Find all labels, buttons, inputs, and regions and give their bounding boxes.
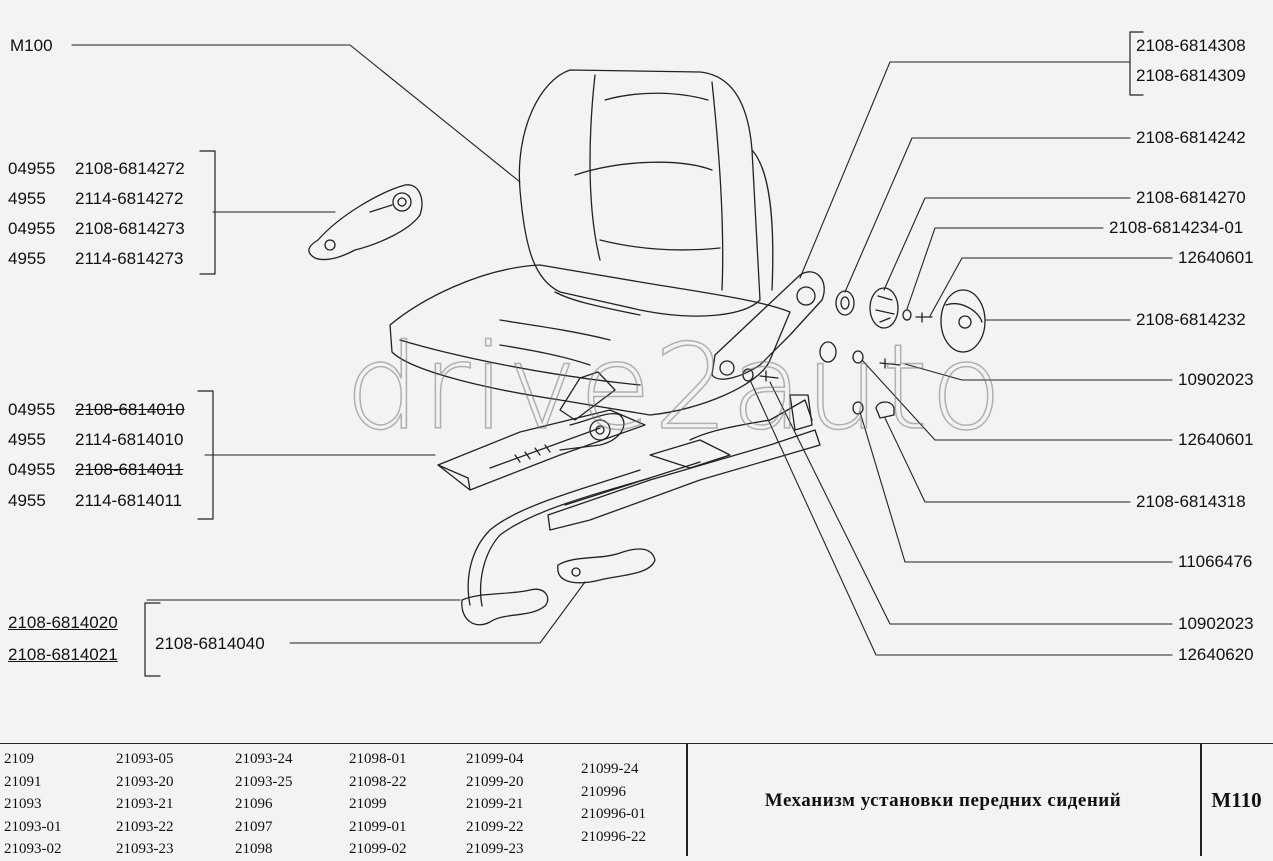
label-part-number: 2114-6814272 bbox=[75, 189, 184, 208]
seat-cushion bbox=[389, 264, 791, 416]
model-item: 210996 bbox=[581, 783, 626, 800]
label-code: 04955 bbox=[8, 159, 56, 178]
model-column: 21099-24 210996 210996-01 210996-22 bbox=[581, 758, 646, 848]
leader-lines bbox=[71, 44, 1173, 656]
seat-backrest bbox=[518, 69, 774, 317]
model-item: 21099-24 bbox=[581, 761, 639, 777]
label-part-number: 2114-6814010 bbox=[75, 430, 184, 449]
strap-left bbox=[461, 588, 549, 626]
model-item: 21099-23 bbox=[466, 841, 524, 857]
model-item: 21099 bbox=[349, 796, 387, 812]
label-part-number: 2108-6814318 bbox=[1136, 492, 1246, 511]
model-item: 21099-21 bbox=[466, 796, 524, 812]
model-item: 21093-25 bbox=[235, 773, 293, 790]
title-block: 2109 21091 21093 21093-01 21093-02 21093… bbox=[0, 743, 1273, 857]
label-part-number: 12640601 bbox=[1178, 248, 1254, 267]
recliner-lever bbox=[711, 271, 825, 380]
label-code: 04955 bbox=[8, 219, 56, 238]
model-column: 21098-01 21098-22 21099 21099-01 21099-0… bbox=[349, 748, 407, 861]
model-item: 21098-01 bbox=[349, 751, 407, 767]
strap-right bbox=[557, 548, 656, 584]
model-item: 21091 bbox=[4, 773, 42, 790]
label-part-number: 2108-6814010 bbox=[75, 400, 185, 419]
model-item: 21093-22 bbox=[116, 818, 174, 835]
model-item: 21093-01 bbox=[4, 818, 62, 835]
page-title: Механизм установки передних сидений bbox=[764, 790, 1122, 811]
label-brackets bbox=[144, 31, 1144, 677]
model-item: 210996-22 bbox=[581, 828, 646, 845]
model-column: 2109 21091 21093 21093-01 21093-02 bbox=[4, 748, 62, 861]
sheet-code: M110 bbox=[1211, 788, 1262, 812]
label-part-number: 2108-6814040 bbox=[155, 634, 265, 653]
model-item: 21098 bbox=[235, 841, 273, 857]
label-part-number: 2108-6814011 bbox=[75, 460, 184, 479]
label-part-number: 2114-6814011 bbox=[75, 491, 183, 510]
model-item: 21093-20 bbox=[116, 773, 174, 790]
label-part-number: 2108-6814272 bbox=[75, 159, 185, 178]
label-code: 04955 bbox=[8, 400, 56, 419]
model-column: 21093-05 21093-20 21093-21 21093-22 2109… bbox=[116, 748, 174, 861]
model-item: 21099-20 bbox=[466, 773, 524, 790]
label-part-number: 2108-6814270 bbox=[1136, 188, 1246, 207]
model-item: 21093-24 bbox=[235, 751, 293, 767]
label-code: 4955 bbox=[8, 430, 46, 449]
label-part-number: 2108-6814242 bbox=[1136, 128, 1246, 147]
label-part-number: 11066476 bbox=[1178, 552, 1253, 571]
label-part-number: 10902023 bbox=[1178, 614, 1254, 633]
label-part-number: 12640620 bbox=[1178, 645, 1254, 664]
watermark: drive2auto bbox=[344, 317, 1005, 457]
model-item: 21093-02 bbox=[4, 841, 62, 857]
label-code: 4955 bbox=[8, 491, 46, 510]
model-item: 21099-02 bbox=[349, 841, 407, 857]
label-part-number: 2108-6814273 bbox=[75, 219, 185, 238]
seat-mechanism-drawing bbox=[71, 31, 1173, 677]
model-item: 21093-05 bbox=[116, 751, 174, 767]
model-item: 21093-21 bbox=[116, 796, 174, 812]
model-item: 21096 bbox=[235, 796, 273, 812]
model-column: 21099-04 21099-20 21099-21 21099-22 2109… bbox=[466, 748, 524, 861]
label-part-number: 12640601 bbox=[1178, 430, 1254, 449]
label-code: 04955 bbox=[8, 460, 56, 479]
label-m100: M100 bbox=[10, 36, 53, 55]
model-column: 21093-24 21093-25 21096 21097 21098 bbox=[235, 748, 293, 861]
label-part-number: 2108-6814020 bbox=[8, 613, 118, 632]
divider bbox=[686, 744, 688, 856]
model-item: 21093-23 bbox=[116, 841, 174, 857]
model-item: 210996-01 bbox=[581, 806, 646, 822]
label-code: 4955 bbox=[8, 249, 46, 268]
model-item: 21099-01 bbox=[349, 818, 407, 835]
model-item: 21093 bbox=[4, 796, 42, 812]
label-code: 4955 bbox=[8, 189, 46, 208]
towel-bar bbox=[467, 469, 651, 607]
label-part-number: 2108-6814021 bbox=[8, 645, 118, 664]
model-item: 21099-22 bbox=[466, 818, 524, 835]
side-cover-part bbox=[308, 184, 423, 261]
label-part-number: 2114-6814273 bbox=[75, 249, 184, 268]
label-part-number: 2108-6814234-01 bbox=[1109, 218, 1244, 237]
label-part-number: 2108-6814308 bbox=[1136, 36, 1246, 55]
divider bbox=[1200, 744, 1202, 856]
label-part-number: 2108-6814232 bbox=[1136, 310, 1246, 329]
model-item: 21097 bbox=[235, 818, 273, 835]
label-part-number: 10902023 bbox=[1178, 370, 1254, 389]
model-item: 21098-22 bbox=[349, 773, 407, 790]
small-parts bbox=[742, 287, 986, 419]
left-rail bbox=[437, 371, 646, 491]
model-item: 21099-04 bbox=[466, 751, 524, 767]
model-item: 2109 bbox=[4, 751, 34, 767]
label-part-number: 2108-6814309 bbox=[1136, 66, 1246, 85]
